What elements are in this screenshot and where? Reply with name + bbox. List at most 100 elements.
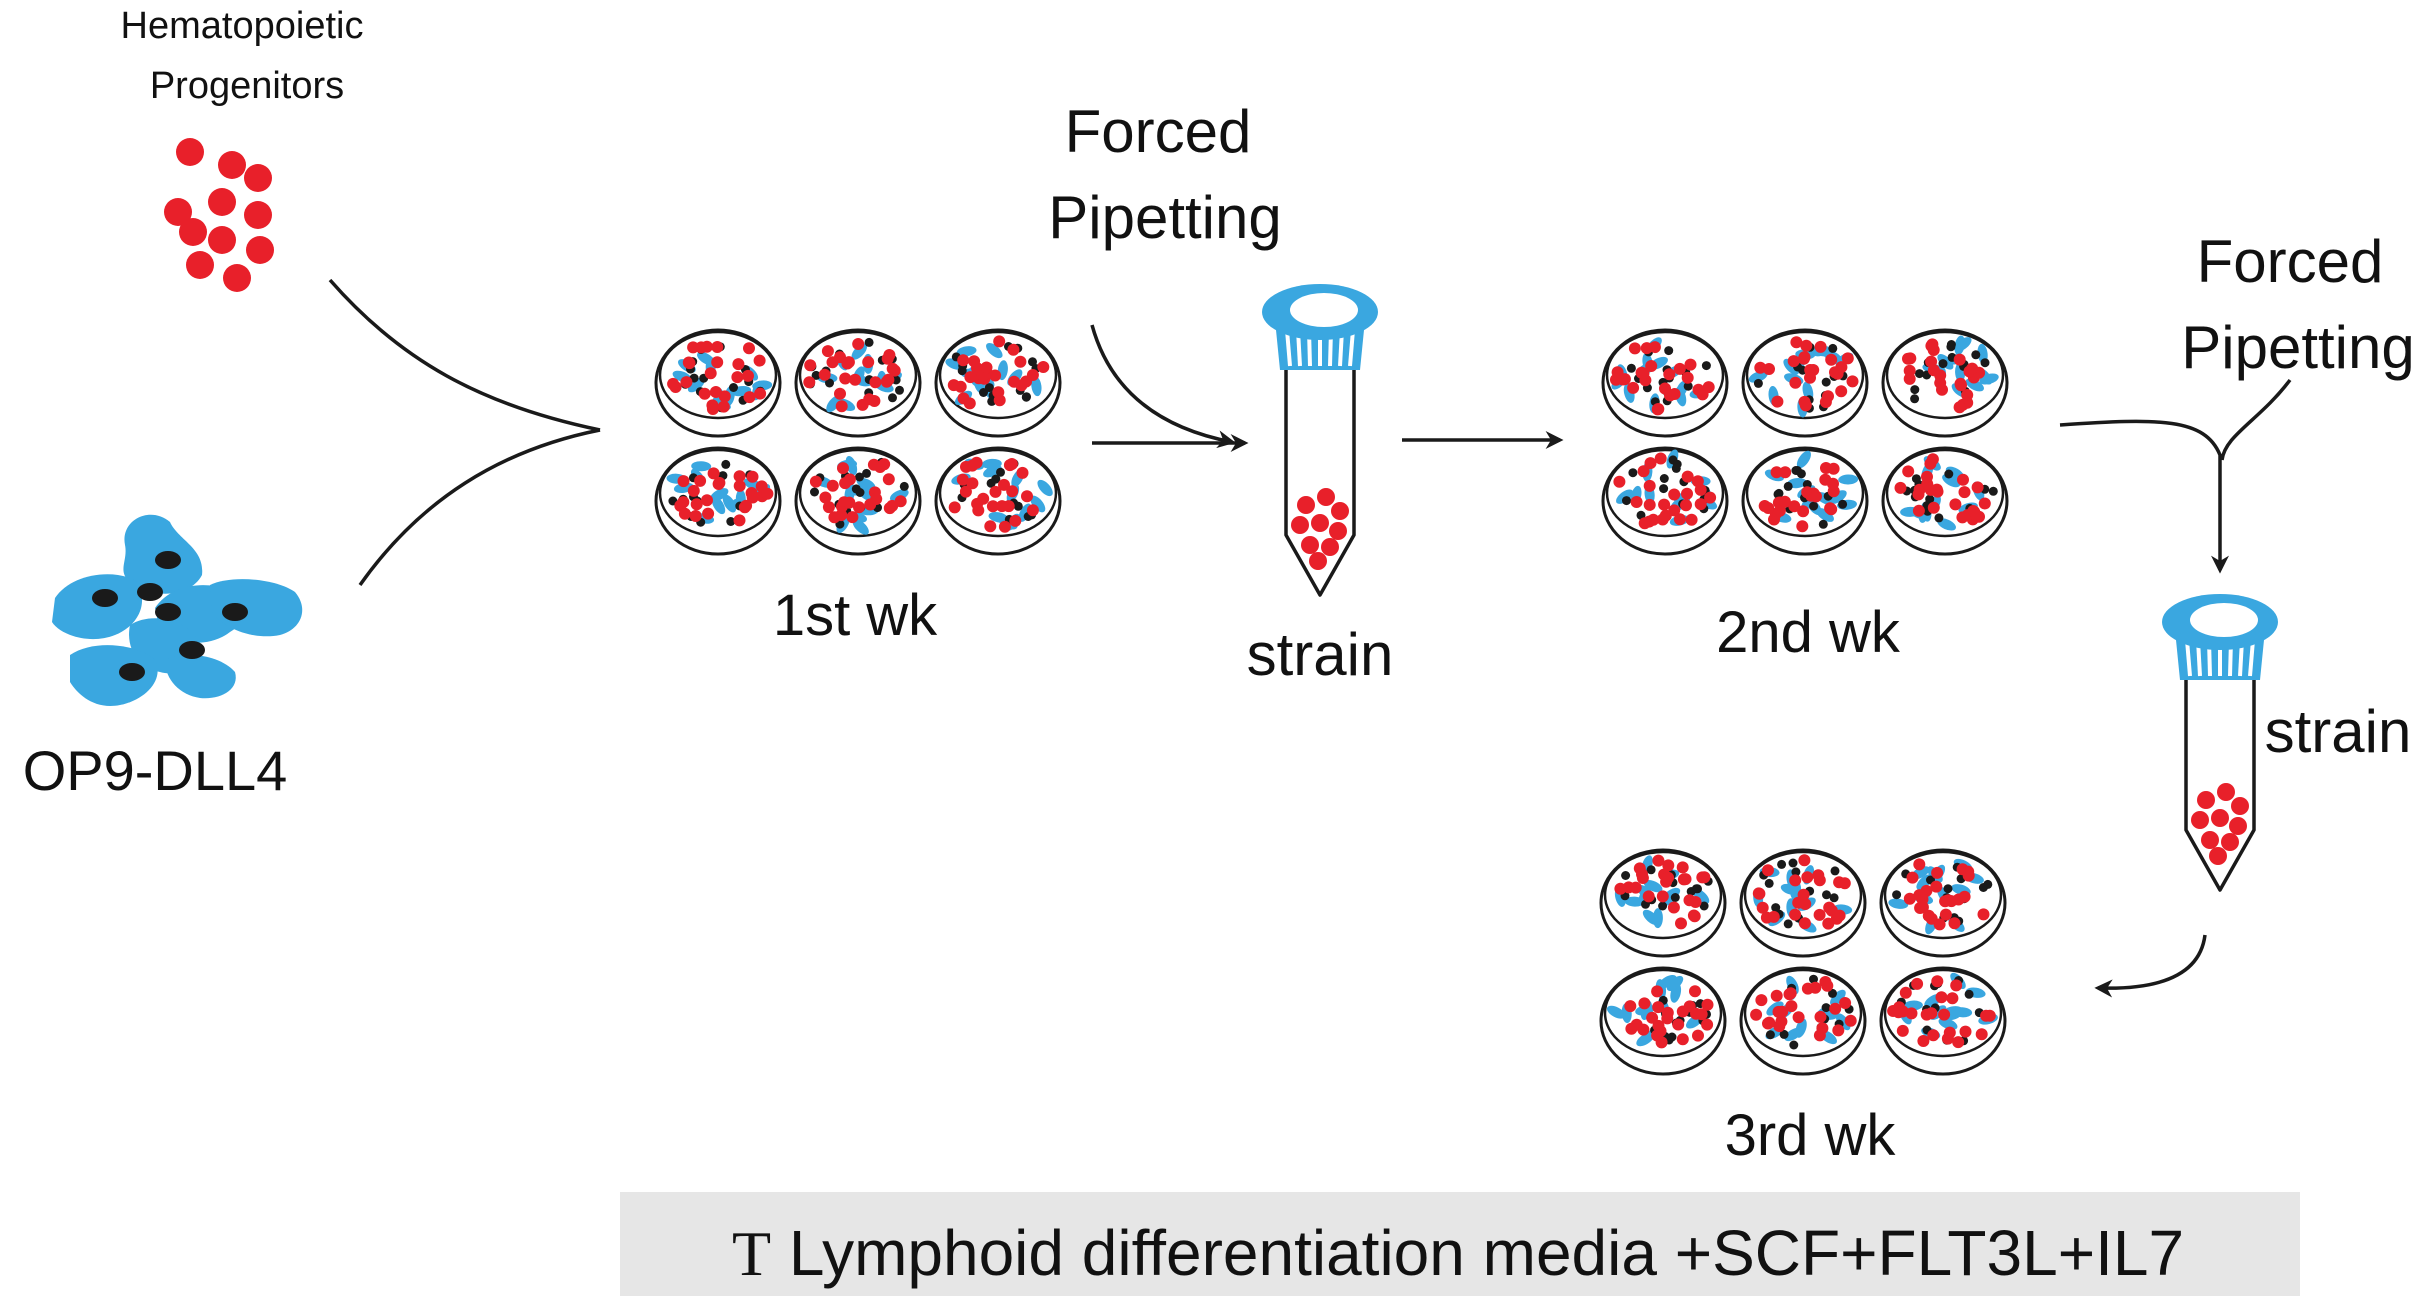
- progenitor-dot: [1021, 490, 1033, 503]
- progenitor-dot: [1627, 381, 1640, 394]
- week3-label: 3rd wk: [1725, 1103, 1897, 1168]
- progenitor-dot: [803, 376, 816, 389]
- progenitor-dot: [700, 340, 713, 353]
- tube-cell: [1301, 536, 1319, 554]
- progenitor-dot: [1673, 362, 1686, 375]
- progenitor-dot: [1681, 487, 1693, 500]
- nucleus-dot: [979, 388, 988, 397]
- plate-well: [1599, 848, 1727, 958]
- progenitor-dot: [1953, 401, 1966, 414]
- progenitor-dot: [852, 338, 865, 350]
- stromal-smear: [1796, 450, 1811, 469]
- progenitor-dot: [1695, 1008, 1708, 1021]
- progenitor-dot: [1931, 975, 1944, 988]
- progenitors-label-line1: Hematopoietic: [121, 5, 364, 47]
- progenitor-dot: [1896, 1024, 1909, 1037]
- progenitor-dot: [1930, 880, 1943, 893]
- plate-well: [934, 328, 1062, 438]
- stromal-smear: [1606, 1005, 1626, 1019]
- progenitor-dot: [998, 478, 1010, 491]
- progenitor-dot: [1846, 375, 1859, 388]
- progenitor-dot: [960, 460, 972, 473]
- progenitor-dot: [1638, 997, 1651, 1010]
- progenitor-dot: [1773, 1020, 1786, 1033]
- progenitor-dot: [1681, 371, 1694, 384]
- stromal-smear: [691, 461, 712, 472]
- progenitor-dot: [1844, 1014, 1857, 1027]
- stromal-smear: [1838, 474, 1859, 485]
- progenitor-dot: [687, 341, 700, 354]
- cell-strainer-tube-icon: [2162, 594, 2278, 892]
- progenitor-dot: [1628, 342, 1641, 355]
- arrow-from-week2: [2059, 419, 2229, 574]
- progenitor-dot: [980, 361, 993, 374]
- progenitor-dot: [746, 470, 759, 483]
- progenitor-dot: [839, 477, 852, 490]
- progenitor-dot: [1948, 917, 1961, 930]
- stromal-smear: [1954, 335, 1965, 356]
- progenitor-dot: [1662, 859, 1675, 872]
- nucleus-dot: [1892, 890, 1902, 900]
- progenitor-dot: [1694, 483, 1707, 496]
- nucleus-dot: [1911, 474, 1921, 484]
- progenitor-dot: [1927, 501, 1940, 514]
- progenitor-cell: [164, 198, 192, 226]
- progenitor-dot: [1956, 511, 1969, 524]
- progenitor-dot: [1949, 498, 1962, 511]
- progenitor-dot: [1813, 908, 1826, 921]
- stromal-smear: [1937, 518, 1956, 531]
- progenitor-dot: [1773, 504, 1786, 517]
- progenitor-dot: [1839, 997, 1852, 1009]
- progenitor-dot: [1971, 481, 1984, 494]
- progenitor-dot: [1927, 1029, 1940, 1042]
- nucleus-dot: [1791, 867, 1801, 877]
- forced-pipetting-1-line1: Forced: [1065, 98, 1252, 165]
- nucleus-dot: [1818, 519, 1828, 529]
- progenitor-dot: [694, 474, 707, 487]
- progenitor-dot: [709, 386, 722, 398]
- progenitor-dot: [704, 367, 717, 380]
- plate-well: [1879, 966, 2007, 1076]
- nucleus-dot: [1946, 340, 1956, 349]
- progenitor-dot: [1903, 892, 1916, 905]
- nucleus-dot: [1915, 369, 1924, 379]
- plate-well: [1741, 328, 1869, 438]
- progenitor-cell: [208, 226, 236, 254]
- nucleus-dot: [1792, 466, 1802, 475]
- progenitor-dot: [1685, 513, 1698, 526]
- progenitor-dot: [1983, 1009, 1996, 1022]
- progenitor-dot: [1770, 466, 1783, 479]
- progenitor-cell: [246, 236, 274, 264]
- progenitor-dot: [1792, 1011, 1805, 1024]
- progenitor-dot: [1978, 497, 1991, 510]
- progenitor-dot: [1822, 390, 1834, 403]
- progenitor-dot: [1788, 500, 1801, 513]
- stromal-smear: [1902, 1000, 1923, 1011]
- progenitor-dot: [853, 501, 865, 514]
- progenitor-dot: [1642, 890, 1655, 903]
- progenitor-dot: [1026, 369, 1039, 381]
- progenitor-dot: [1003, 459, 1016, 472]
- nucleus-dot: [1664, 346, 1674, 356]
- progenitor-cell: [186, 251, 214, 279]
- stromal-smear: [1642, 909, 1660, 926]
- nucleus-dot: [1821, 1003, 1831, 1013]
- progenitor-dot: [1613, 475, 1626, 488]
- stromal-smear: [1835, 1013, 1851, 1031]
- nucleus-dot: [1910, 385, 1920, 395]
- nucleus-dot: [1777, 859, 1787, 869]
- progenitor-dot: [1646, 1011, 1659, 1024]
- progenitor-dot: [1771, 395, 1784, 408]
- progenitors-label: Hematopoietic Progenitors: [121, 5, 364, 107]
- nucleus-dot: [1764, 878, 1774, 888]
- progenitor-dot: [1819, 473, 1832, 486]
- nucleus-dot: [984, 383, 994, 393]
- strainer-opening: [2190, 603, 2258, 637]
- progenitor-dot: [1659, 509, 1672, 522]
- tube-cell: [1291, 516, 1309, 534]
- progenitor-dot: [1676, 1005, 1689, 1018]
- tube-cell: [2229, 817, 2247, 835]
- progenitor-dot: [1801, 871, 1814, 884]
- nucleus-dot: [895, 385, 904, 395]
- progenitor-dot: [1934, 376, 1947, 389]
